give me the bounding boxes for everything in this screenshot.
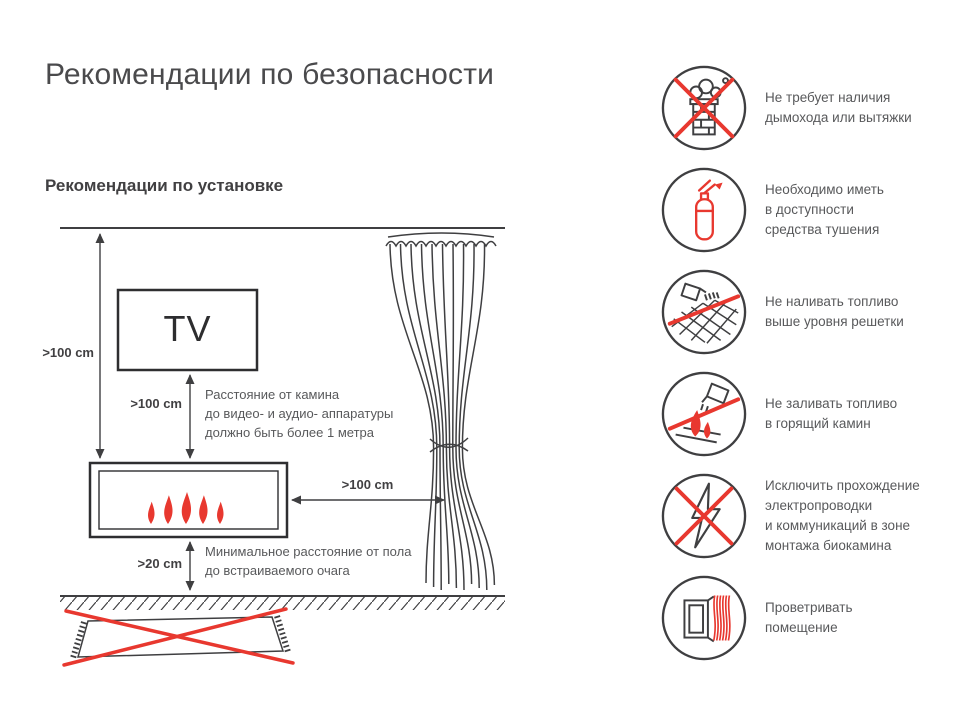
note-floor-distance: Минимальное расстояние от пола до встраи…: [205, 544, 412, 578]
safety-item-text: Не наливать топливо выше уровня решетки: [765, 293, 904, 329]
curtain: [385, 232, 497, 591]
dim-ceiling-to-fireplace: >100 cm: [42, 345, 94, 360]
ventilate-icon: [660, 574, 748, 662]
safety-item-text: Необходимо иметь в доступности средства …: [765, 181, 884, 238]
safety-item: Не наливать топливо выше уровня решетки: [660, 268, 962, 356]
safety-item: Не требует наличия дымохода или вытяжки: [660, 64, 962, 152]
safety-item: Необходимо иметь в доступности средства …: [660, 166, 962, 254]
crossed-carpet: [62, 607, 295, 667]
dim-fireplace-to-curtain: >100 cm: [341, 477, 394, 492]
safety-item-text: Не заливать топливо в горящий камин: [765, 395, 898, 431]
no-fuel-into-burning-icon: [660, 370, 748, 458]
floor-hatching: [60, 597, 505, 610]
room-lines: [60, 227, 505, 597]
dimension-arrows: [95, 233, 445, 591]
safety-item-text: Не требует наличия дымохода или вытяжки: [765, 89, 912, 125]
dim-tv-to-fireplace: >100 cm: [130, 396, 182, 411]
safety-item: Проветривать помещение: [660, 574, 962, 662]
tv-label: TV: [163, 308, 212, 349]
tv-box: [116, 288, 259, 372]
installation-section-title: Рекомендации по установке: [45, 176, 284, 195]
red-cross: [62, 607, 295, 667]
page-title: Рекомендации по безопасности: [45, 58, 495, 91]
safety-list: Не требует наличия дымохода или вытяжки …: [660, 64, 962, 662]
safety-item: Не заливать топливо в горящий камин: [660, 370, 962, 458]
safety-item: Исключить прохождение электропроводки и …: [660, 472, 962, 560]
note-equipment-distance: Расстояние от камина до видео- и аудио- …: [205, 387, 394, 440]
safety-item-text: Исключить прохождение электропроводки и …: [765, 477, 920, 554]
no-fuel-above-grate-icon: [660, 268, 748, 356]
no-chimney-icon: [660, 64, 748, 152]
curtain-tie: [429, 437, 469, 453]
no-wiring-icon: [660, 472, 748, 560]
safety-item-text: Проветривать помещение: [765, 599, 853, 635]
dim-floor-to-fireplace: >20 cm: [137, 556, 182, 571]
extinguisher-icon: [660, 166, 748, 254]
